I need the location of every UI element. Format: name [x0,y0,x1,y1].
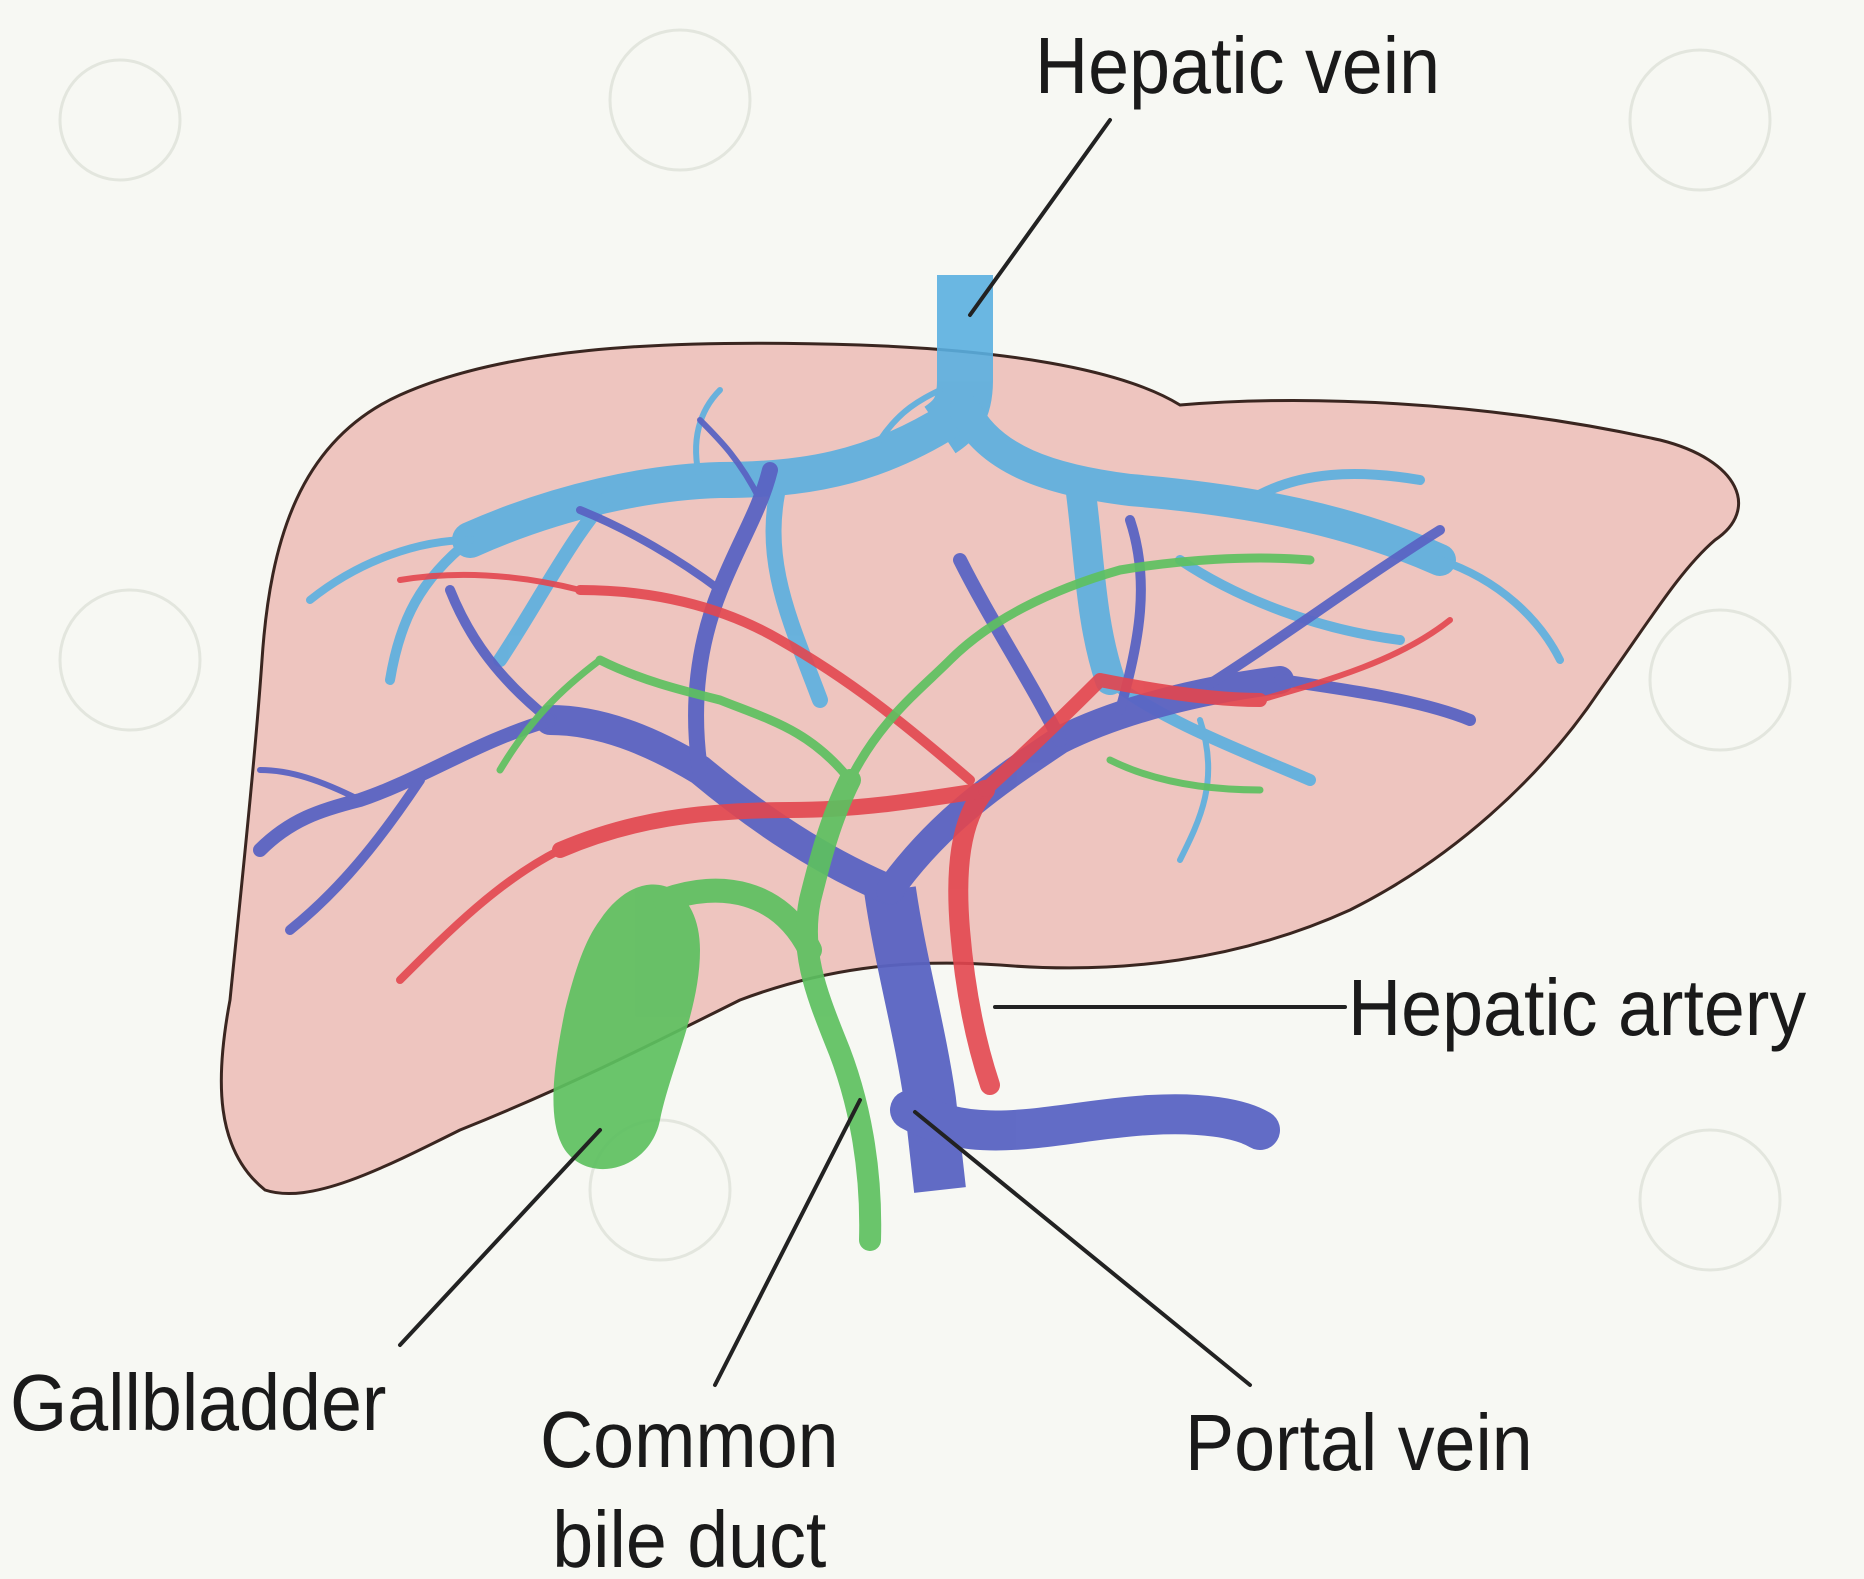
label-hepatic-artery-text: Hepatic artery [1348,960,1806,1056]
gallbladder-leader [400,1130,600,1345]
portal-vein-tail [910,1110,1260,1130]
label-hepatic-vein: Hepatic vein [1035,18,1440,114]
label-common-bile-duct-line2: bile duct [540,1490,839,1579]
portal-vein-leader [915,1112,1250,1385]
label-hepatic-artery: Hepatic artery [1348,960,1806,1056]
label-gallbladder: Gallbladder [10,1355,386,1451]
label-common-bile-duct: Common bile duct [540,1390,839,1579]
label-common-bile-duct-line1: Common [540,1390,839,1490]
common-bile-duct-leader [715,1100,860,1385]
label-portal-vein-text: Portal vein [1185,1395,1533,1491]
label-hepatic-vein-text: Hepatic vein [1035,18,1440,114]
hepatic-vein-leader [970,120,1110,315]
label-gallbladder-text: Gallbladder [10,1355,386,1451]
label-portal-vein: Portal vein [1185,1395,1533,1491]
